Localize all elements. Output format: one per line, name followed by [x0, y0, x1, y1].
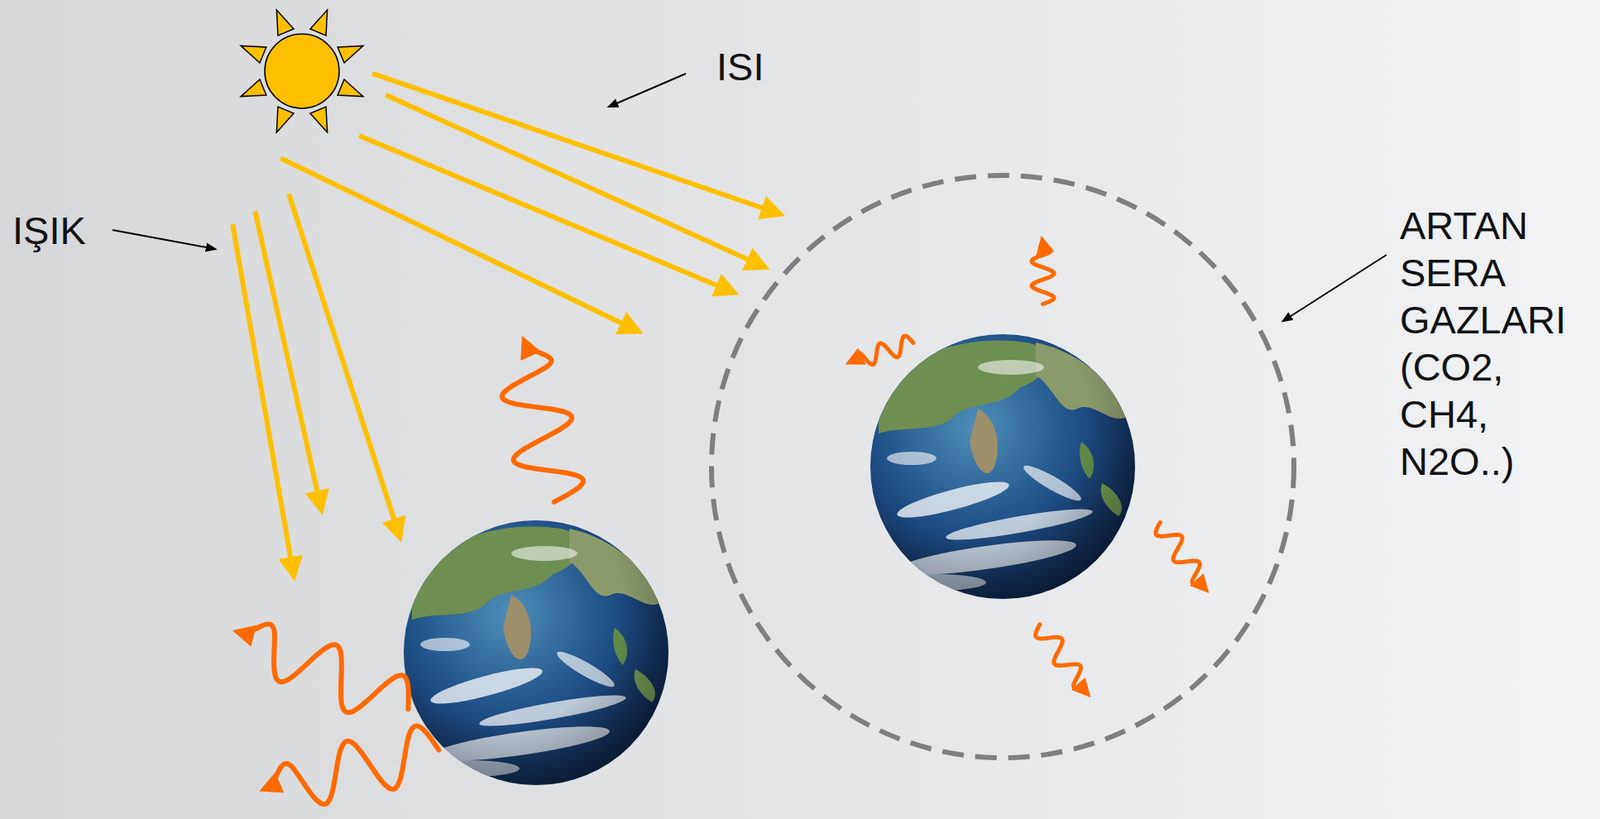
- leader-line: [608, 73, 686, 107]
- sun-ray: [337, 79, 364, 97]
- sun-ray: [310, 9, 328, 36]
- light-ray: [280, 158, 639, 332]
- sun-ray: [240, 79, 267, 97]
- heat-wave: [852, 335, 914, 365]
- heat-wave: [502, 344, 584, 503]
- infrared-radiation: [240, 243, 1204, 805]
- text-label: ISI: [716, 43, 764, 91]
- sun-ray: [310, 106, 328, 133]
- light-ray: [232, 224, 294, 577]
- sunlight-rays: [232, 73, 781, 577]
- text-label: IŞIK: [12, 206, 87, 254]
- heat-wave: [1155, 522, 1204, 589]
- leader-line: [1283, 254, 1387, 321]
- atmosphere-boundary: [711, 175, 1294, 758]
- leader-line: [112, 229, 216, 250]
- earth: [870, 334, 1136, 599]
- text-label: ARTAN SERA GAZLARI (CO2, CH4, N2O..): [1399, 201, 1586, 485]
- sun-ray: [276, 106, 294, 133]
- light-ray: [288, 193, 400, 538]
- light-ray: [372, 73, 781, 215]
- sun-ray: [276, 9, 294, 36]
- earth: [403, 520, 669, 786]
- sun-symbol: [240, 9, 364, 133]
- heat-wave: [267, 725, 439, 805]
- sun-ray: [337, 45, 364, 63]
- heat-wave: [1035, 624, 1087, 692]
- heat-wave: [1031, 243, 1054, 305]
- light-ray: [385, 95, 766, 268]
- sun-ray: [240, 45, 267, 63]
- light-ray: [359, 135, 735, 293]
- heat-wave: [240, 623, 409, 713]
